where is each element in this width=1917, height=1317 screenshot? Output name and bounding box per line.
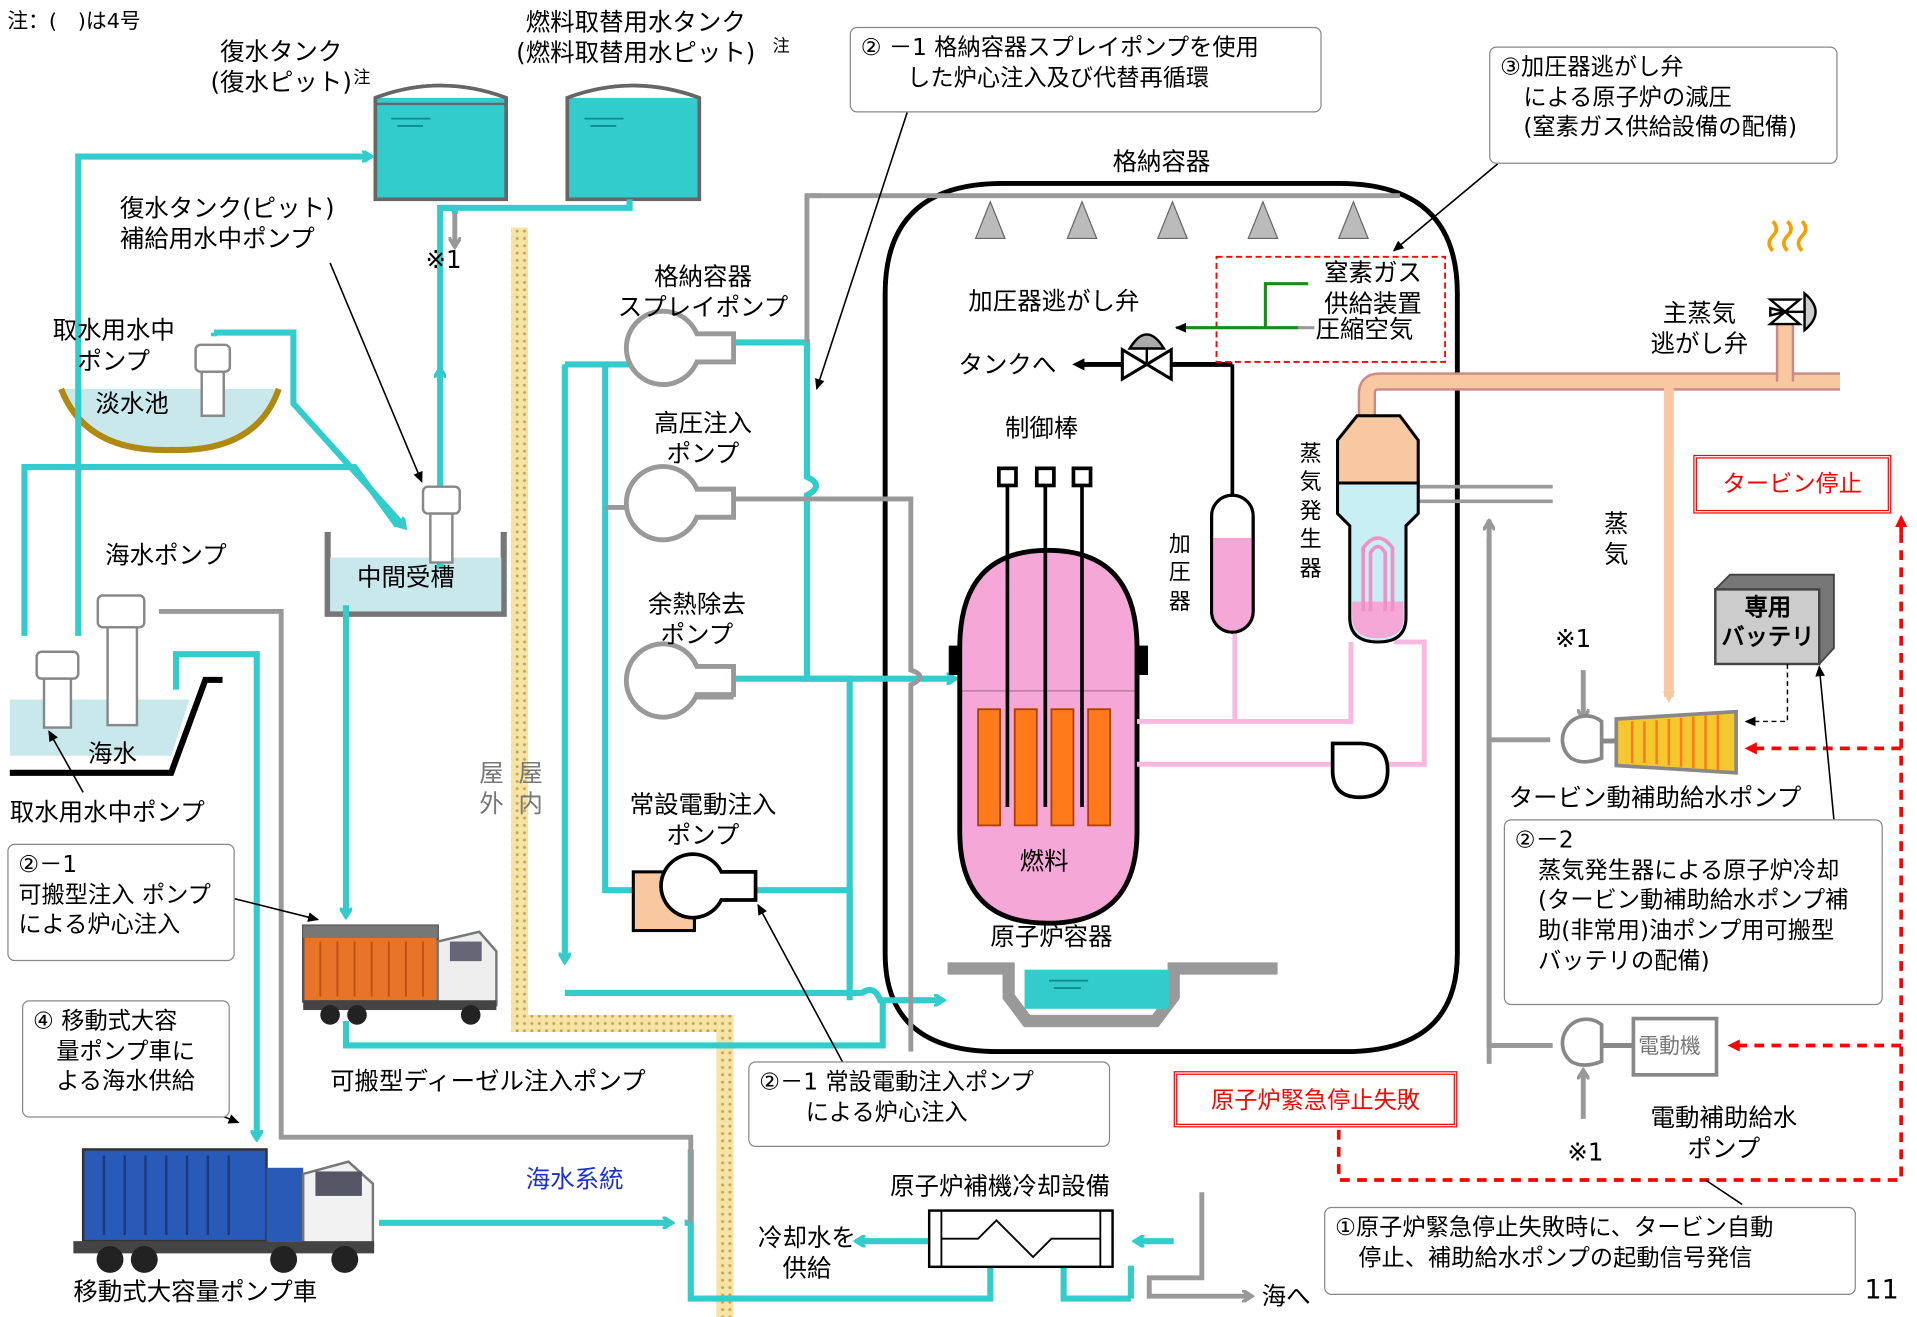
seawater-pump-label: 海水ポンプ — [105, 540, 227, 570]
motor-pump-label: 電動補助給水 ポンプ — [1650, 1102, 1798, 1163]
pressurizer-label: 加 圧 器 — [1168, 531, 1191, 615]
containment-sump — [947, 962, 1278, 1028]
containment-vessel — [882, 180, 1460, 1055]
callout-sg-cooling: ②－2 蒸気発生器による原子炉冷却 (タービン動補助給水ポンプ補 助(非常用)油… — [1503, 819, 1883, 1006]
to-tank-label: タンクへ — [958, 349, 1057, 380]
turbine-stop-alert: タービン停止 — [1693, 454, 1892, 514]
to-sea-label: 海へ — [1261, 1281, 1311, 1311]
callout-pressurizer-depressurize: ③加圧器逃がし弁 による原子炉の減圧 (窒素ガス供給設備の配備) — [1489, 46, 1838, 164]
battery-label: 専用 バッテリ — [1721, 594, 1815, 651]
callout-permanent-injection: ②－1 常設電動注入ポンプ による炉心注入 — [748, 1061, 1111, 1147]
primary-loop-pipes — [1137, 629, 1427, 767]
condensate-tank-label: 復水タンク (復水ピット) — [210, 36, 352, 97]
callout-scram-failure: ①原子炉緊急停止失敗時に、タービン自動 停止、補助給水ポンプの起動信号発信 — [1324, 1206, 1856, 1295]
intermediate-tank-shape — [324, 531, 507, 617]
pressurizer-shape — [1210, 364, 1255, 634]
mobile-pump-truck-label: 移動式大容量ポンプ車 — [73, 1276, 318, 1306]
steam-generator-label: 蒸 気 発 生 器 — [1299, 441, 1322, 582]
condensate-tank-note: 注 — [353, 68, 371, 89]
fuel-tank-note: 注 — [772, 36, 790, 57]
mobile-pump-truck — [73, 1148, 375, 1273]
turbine-aux-pump-icon — [1560, 709, 1738, 775]
fresh-pond-label: 淡水池 — [95, 388, 169, 419]
steam-generator-shape — [1335, 414, 1420, 644]
outdoor-indoor-boundary — [511, 227, 734, 1317]
main-steam-pipe — [1357, 324, 1841, 704]
reactor-vessel-label: 原子炉容器 — [990, 921, 1113, 952]
cv-spray-pump-label: 格納容器 スプレイポンプ — [617, 261, 789, 322]
spray-nozzles — [974, 200, 1369, 240]
callout-mobile-seawater: ④ 移動式大容 量ポンプ車に よる海水供給 — [22, 1000, 230, 1118]
kome1-top: ※1 — [425, 244, 462, 274]
page-number: 11 — [1864, 1275, 1899, 1306]
main-steam-valve-label: 主蒸気 逃がし弁 — [1650, 298, 1749, 359]
kome1-turbine: ※1 — [1555, 623, 1592, 653]
teal-pipes — [21, 157, 1174, 1302]
pressurizer-relief-valve-icon — [1072, 333, 1233, 382]
primary-coolant-pump-icon — [1330, 741, 1390, 800]
fuel-tank-label: 燃料取替用水タンク (燃料取替用水ピット) — [516, 7, 756, 68]
intake-pump-bottom-label: 取水用水中ポンプ — [9, 797, 205, 827]
main-steam-relief-valve-icon — [1766, 290, 1817, 333]
replenish-pump-label: 復水タンク(ピット) 補給用水中ポンプ — [119, 193, 335, 254]
signal-lines — [1336, 514, 1908, 1182]
pump-cylinders — [35, 343, 461, 729]
kome1-motor: ※1 — [1567, 1137, 1604, 1167]
cv-spray-pump-icon — [623, 308, 737, 387]
portable-diesel-pump-label: 可搬型ディーゼル注入ポンプ — [330, 1066, 646, 1096]
hp-injection-pump-icon — [623, 464, 737, 543]
permanent-pump-label: 常設電動注入 ポンプ — [629, 789, 777, 850]
cooling-water-label: 冷却水を 供給 — [758, 1222, 856, 1283]
seawater-system-label: 海水系統 — [525, 1164, 624, 1194]
intake-pump-top-label: 取水用水中 ポンプ — [52, 315, 175, 376]
note: 注：( )は4号 — [7, 9, 141, 35]
relief-valve-label: 加圧器逃がし弁 — [968, 286, 1140, 316]
steam-wisp-icon — [1767, 220, 1808, 252]
motor-label: 電動機 — [1638, 1034, 1701, 1059]
nitrogen-label: 窒素ガス 供給装置 — [1324, 258, 1422, 318]
heat-exchanger-icon — [927, 1209, 1114, 1269]
seawater-label: 海水 — [88, 738, 137, 768]
sump-water — [1024, 969, 1169, 1009]
motor-aux-pump-icon — [1560, 1016, 1719, 1077]
rhr-pump-label: 余熱除去 ポンプ — [647, 589, 746, 650]
indoor-label: 屋 内 — [518, 758, 543, 819]
portable-diesel-pump-truck — [301, 924, 498, 1025]
steam-label: 蒸 気 — [1604, 508, 1629, 569]
compressed-air-label: 圧縮空気 — [1315, 314, 1414, 344]
fuel-rods — [977, 708, 1112, 827]
turbine-pump-label: タービン動補助給水ポンプ — [1508, 782, 1802, 812]
containment-label: 格納容器 — [1112, 146, 1211, 177]
hp-injection-pump-label: 高圧注入 ポンプ — [654, 408, 752, 469]
callout-spray-injection: ② －1 格納容器スプレイポンプを使用 した炉心注入及び代替再循環 — [849, 26, 1322, 113]
fresh-water-pond — [61, 388, 279, 451]
reactor-vessel-shape — [948, 547, 1149, 926]
aux-cooling-label: 原子炉補機冷却設備 — [890, 1171, 1111, 1201]
fuel-tank-shape — [565, 83, 702, 202]
battery-icon — [1713, 573, 1835, 666]
rhr-pump-icon — [623, 641, 737, 720]
callout-portable-injection: ②－1 可搬型注入 ポンプ による炉心注入 — [7, 843, 235, 962]
fuel-label: 燃料 — [1019, 846, 1069, 876]
outdoor-label: 屋 外 — [479, 758, 504, 819]
condensate-tank-shape — [373, 83, 508, 202]
permanent-injection-pump-icon — [631, 852, 758, 933]
control-rods-label: 制御棒 — [1004, 413, 1079, 443]
intermediate-tank-label: 中間受槽 — [356, 562, 455, 592]
control-rods-shape — [997, 466, 1093, 808]
scram-failure-alert: 原子炉緊急停止失敗 — [1173, 1071, 1458, 1128]
